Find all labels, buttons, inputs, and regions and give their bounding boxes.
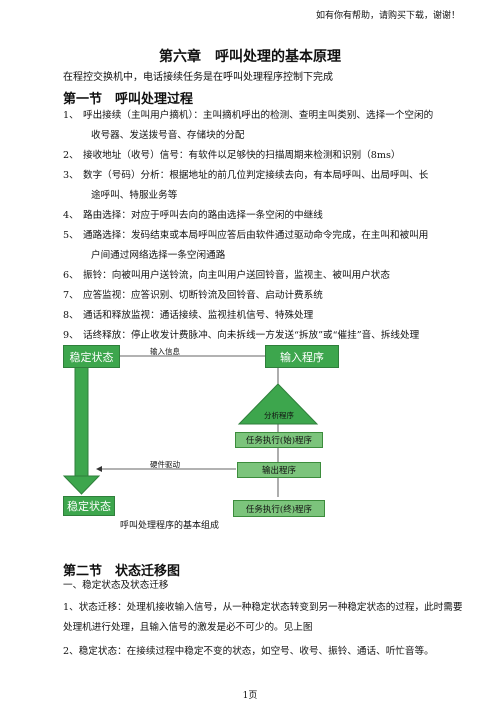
list-item: 5、通路选择：发码结束或本局呼叫应答后由软件通过驱动命令完成，在主叫和被叫用 户… [63,226,463,266]
list-item: 4、路由选择：对应于呼叫去向的路由选择一条空闲的中继线 [63,206,463,226]
item-number: 5、 [63,230,79,241]
item-number: 7、 [63,290,79,301]
item-number: 3、 [63,170,79,181]
list-item: 8、通话和释放监视：通话接续、监视挂机信号、特殊处理 [63,306,463,326]
section2-paragraph-2: 2、稳定状态：在接续过程中稳定不变的状态，如空号、收号、振铃、通话、听忙音等。 [63,646,434,657]
list-item: 3、数字（号码）分析：根据地址的前几位判定接续去向，有本局呼叫、出局呼叫、长 途… [63,166,463,206]
stable-state-top-box: 稳定状态 [63,345,120,368]
section2-subtitle: 一、稳定状态及状态迁移 [63,580,169,591]
list-item: 2、接收地址（收号）信号：有软件以足够快的扫描周期来检测和识别（8ms） [63,146,463,166]
intro-text: 在程控交换机中，电话接续任务是在呼叫处理程序控制下完成 [63,72,333,83]
hardware-drive-label: 硬件驱动 [150,460,180,469]
section1-title: 第一节 呼叫处理过程 [63,92,194,107]
hardware-drive-arrowhead [96,466,102,472]
down-arrow-shaft [74,365,89,485]
item-number: 1、 [63,110,79,121]
input-info-label: 输入信息 [150,347,180,356]
item-text: 路由选择：对应于呼叫去向的路由选择一条空闲的中继线 [83,210,323,221]
chapter-title: 第六章 呼叫处理的基本原理 [159,49,341,65]
item-continuation: 途呼叫、特服业务等 [91,190,178,201]
item-number: 2、 [63,150,79,161]
page-number: 1页 [242,691,258,701]
item-continuation: 户间通过网络选择一条空闲通路 [91,250,226,261]
list-item: 9、话终释放：停止收发计费脉冲、向未拆线一方发送“拆放”或“催挂”音、拆线处理 [63,326,463,346]
list-item: 7、应答监视：应答识别、切断铃流及回铃音、启动计费系统 [63,286,463,306]
item-number: 4、 [63,210,79,221]
list-item: 1、呼出接续（主叫用户摘机）：主叫摘机呼出的检测、查明主叫类别、选择一个空闲的 … [63,106,463,146]
item-text: 呼出接续（主叫用户摘机）：主叫摘机呼出的检测、查明主叫类别、选择一个空闲的 [83,110,434,121]
task-end-box: 任务执行(终)程序 [233,500,325,517]
item-number: 6、 [63,270,79,281]
list-item: 6、振铃：向被叫用户送铃流，向主叫用户送回铃音，监视主、被叫用户状态 [63,266,463,286]
stable-state-bottom-box: 稳定状态 [63,496,115,516]
header-note: 如有你有帮助，请购买下载，谢谢！ [315,11,460,21]
section2-title: 第二节 状态迁移图 [63,564,181,579]
item-continuation: 收号器、发送拨号音、存储块的分配 [91,130,245,141]
input-program-box: 输入程序 [265,345,339,368]
item-text: 接收地址（收号）信号：有软件以足够快的扫描周期来检测和识别（8ms） [83,150,401,161]
diagram-caption: 呼叫处理程序的基本组成 [120,521,220,531]
output-program-box: 输出程序 [237,462,321,478]
analysis-program-label: 分析程序 [264,411,294,420]
task-start-box: 任务执行(始)程序 [235,432,323,448]
item-text: 数字（号码）分析：根据地址的前几位判定接续去向，有本局呼叫、出局呼叫、长 [83,170,429,181]
section2-paragraph-1: 1、状态迁移：处理机接收输入信号，从一种稳定状态转变到另一种稳定状态的过程，此时… [63,602,463,633]
item-number: 8、 [63,310,79,321]
item-number: 9、 [63,330,79,341]
item-text: 通话和释放监视：通话接续、监视挂机信号、特殊处理 [83,310,314,321]
down-arrow-head [62,475,101,495]
item-text: 话终释放：停止收发计费脉冲、向未拆线一方发送“拆放”或“催挂”音、拆线处理 [83,330,420,341]
item-text: 振铃：向被叫用户送铃流，向主叫用户送回铃音，监视主、被叫用户状态 [83,270,390,281]
item-text: 应答监视：应答识别、切断铃流及回铃音、启动计费系统 [83,290,323,301]
item-text: 通路选择：发码结束或本局呼叫应答后由软件通过驱动命令完成，在主叫和被叫用 [83,230,429,241]
